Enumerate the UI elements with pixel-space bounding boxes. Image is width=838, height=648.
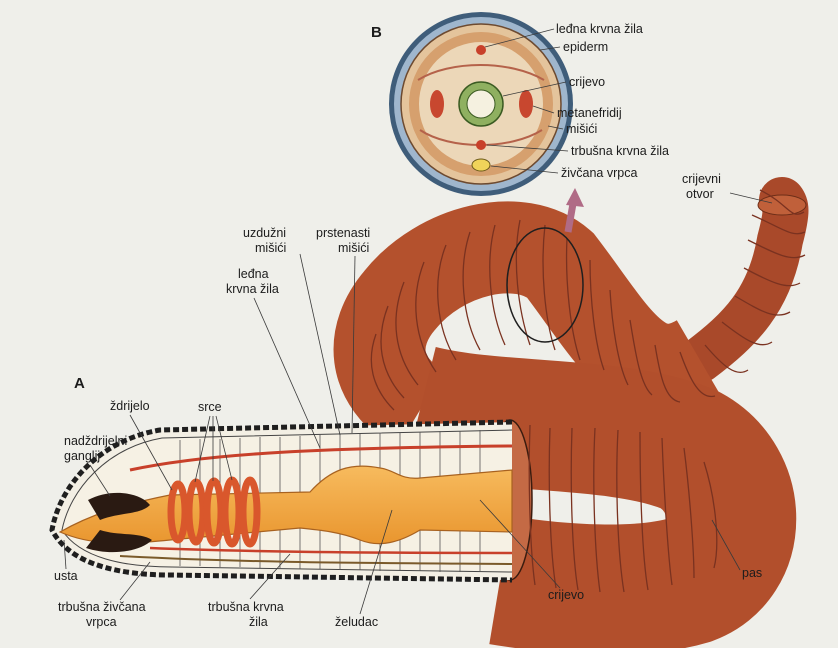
label-misici-b: mišići bbox=[566, 122, 597, 136]
cross-section-b bbox=[389, 12, 573, 196]
label-zeludac: želudac bbox=[335, 615, 378, 629]
panel-b-letter: B bbox=[371, 24, 382, 41]
label-trbusna-zivcana-line2: vrpca bbox=[86, 615, 117, 629]
label-nadzdrijelni-line2: ganglij bbox=[64, 449, 100, 463]
label-ledna-line2: krvna žila bbox=[226, 282, 279, 296]
label-prstenasti-line2: mišići bbox=[338, 241, 369, 255]
label-trbusna-krvna-zila-b: trbušna krvna žila bbox=[571, 144, 669, 158]
label-zivcana-vrpca-b: živčana vrpca bbox=[561, 166, 637, 180]
label-epiderm: epiderm bbox=[563, 40, 608, 54]
panel-a-letter: A bbox=[74, 375, 85, 392]
label-srce: srce bbox=[198, 400, 222, 414]
label-crijevni-otvor-line1: crijevni bbox=[682, 172, 721, 186]
label-crijevo-b: crijevo bbox=[569, 75, 605, 89]
label-trbusna-krvna-line2: žila bbox=[249, 615, 268, 629]
label-usta: usta bbox=[54, 569, 78, 583]
label-zdrijelo: ždrijelo bbox=[110, 399, 150, 413]
label-ledna-krvna-zila-b: leđna krvna žila bbox=[556, 22, 643, 36]
label-ledna-line1: leđna bbox=[238, 267, 269, 281]
label-uzduzni-line1: uzdužni bbox=[243, 226, 286, 240]
label-uzduzni-line2: mišići bbox=[255, 241, 286, 255]
label-trbusna-krvna-line1: trbušna krvna bbox=[208, 600, 284, 614]
label-nadzdrijelni-line1: nadždrijelni bbox=[64, 434, 127, 448]
label-crijevo-a: crijevo bbox=[548, 588, 584, 602]
label-metanefridij: metanefridij bbox=[557, 106, 622, 120]
label-crijevni-otvor-line2: otvor bbox=[686, 187, 714, 201]
label-prstenasti-line1: prstenasti bbox=[316, 226, 370, 240]
label-pas: pas bbox=[742, 566, 762, 580]
label-trbusna-zivcana-line1: trbušna živčana bbox=[58, 600, 146, 614]
